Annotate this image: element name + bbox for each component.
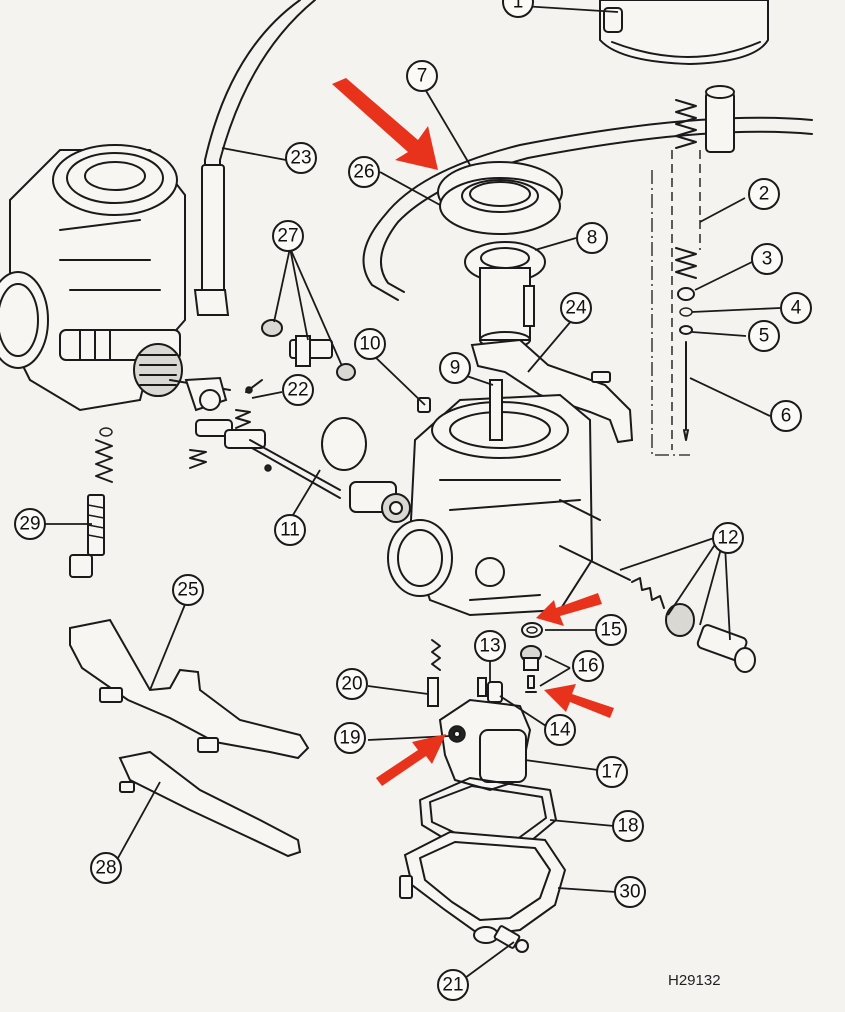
callout-18: 18 — [612, 810, 644, 842]
red-arrow-to-part-16 — [544, 684, 614, 718]
callout-28: 28 — [90, 852, 122, 884]
callout-16: 16 — [572, 650, 604, 682]
svg-text:16: 16 — [577, 656, 598, 677]
svg-text:30: 30 — [619, 882, 640, 903]
part-14-jet — [487, 681, 503, 703]
callout-17: 17 — [596, 756, 628, 788]
svg-text:17: 17 — [601, 762, 622, 783]
svg-text:1: 1 — [513, 0, 524, 13]
svg-text:23: 23 — [290, 148, 311, 169]
svg-text:4: 4 — [791, 298, 802, 319]
svg-text:5: 5 — [759, 326, 770, 347]
part-8-slide — [464, 241, 546, 349]
callout-9: 9 — [439, 352, 471, 384]
svg-text:14: 14 — [549, 720, 571, 741]
highlight-arrows — [332, 78, 614, 786]
hose-23 — [193, 0, 316, 316]
svg-text:28: 28 — [95, 858, 116, 879]
part-30-float-bowl — [399, 830, 567, 944]
needle-assembly — [651, 85, 735, 456]
svg-text:9: 9 — [450, 358, 461, 379]
svg-text:10: 10 — [359, 334, 380, 355]
callout-11: 11 — [274, 514, 306, 546]
callout-5: 5 — [748, 320, 780, 352]
callout-27: 27 — [272, 220, 304, 252]
part-25-link-plate — [69, 618, 310, 760]
callout-8: 8 — [576, 222, 608, 254]
red-arrow-to-part-7 — [332, 78, 438, 170]
part-12-pilot-screw — [559, 545, 756, 673]
callout-1: 1 — [502, 0, 534, 18]
callout-12: 12 — [712, 522, 744, 554]
part-18-gasket — [419, 777, 557, 851]
figure-reference: H29132 — [668, 972, 721, 989]
part-24-bracket — [470, 338, 634, 444]
part-28-link-arm — [118, 750, 302, 858]
part-16-main-jet — [520, 645, 542, 693]
callout-6: 6 — [770, 400, 802, 432]
svg-text:29: 29 — [19, 514, 40, 535]
svg-text:8: 8 — [587, 228, 598, 249]
callout-7: 7 — [406, 60, 438, 92]
callout-22: 22 — [282, 374, 314, 406]
svg-text:3: 3 — [762, 249, 773, 270]
svg-text:13: 13 — [479, 636, 500, 657]
callouts: 1 2 3 4 5 6 7 8 9 10 11 12 13 14 15 16 1… — [14, 0, 812, 1001]
part-15-o-ring — [521, 622, 543, 638]
part-17-float — [438, 698, 532, 792]
callout-25: 25 — [172, 574, 204, 606]
callout-14: 14 — [544, 714, 576, 746]
svg-text:18: 18 — [617, 816, 638, 837]
left-carburettor — [0, 144, 231, 412]
callout-20: 20 — [336, 668, 368, 700]
svg-text:20: 20 — [341, 674, 362, 695]
svg-text:25: 25 — [177, 580, 198, 601]
callout-24: 24 — [560, 292, 592, 324]
callout-15: 15 — [595, 614, 627, 646]
main-carburettor-body — [387, 379, 601, 617]
callout-4: 4 — [780, 292, 812, 324]
part-11-throttle-shaft — [249, 417, 411, 523]
callout-2: 2 — [748, 178, 780, 210]
callout-19: 19 — [334, 722, 366, 754]
callout-29: 29 — [14, 508, 46, 540]
red-arrow-to-part-19 — [376, 734, 446, 786]
part-19-needle-valve — [448, 725, 466, 743]
svg-text:24: 24 — [565, 298, 587, 319]
part-29-idle-screw — [69, 427, 113, 578]
svg-text:2: 2 — [759, 184, 770, 205]
part-1-top-cover — [599, 0, 769, 66]
part-7-diaphragm — [437, 161, 563, 235]
svg-text:11: 11 — [280, 520, 300, 541]
svg-text:7: 7 — [417, 66, 428, 87]
callout-13: 13 — [474, 630, 506, 662]
red-arrow-to-part-15 — [536, 593, 602, 626]
svg-text:22: 22 — [287, 380, 308, 401]
part-27-fuel-tee — [261, 319, 356, 381]
callout-26: 26 — [348, 156, 380, 188]
callout-3: 3 — [751, 243, 783, 275]
svg-text:19: 19 — [339, 728, 360, 749]
callout-10: 10 — [354, 328, 386, 360]
callout-23: 23 — [285, 142, 317, 174]
svg-text:21: 21 — [442, 975, 463, 996]
svg-text:15: 15 — [600, 620, 621, 641]
svg-text:26: 26 — [353, 162, 374, 183]
svg-text:6: 6 — [781, 406, 792, 427]
callout-30: 30 — [614, 876, 646, 908]
svg-text:12: 12 — [717, 528, 738, 549]
svg-text:27: 27 — [277, 226, 298, 247]
callout-21: 21 — [437, 969, 469, 1001]
part-20-screw — [427, 639, 441, 707]
leader-lines — [45, 4, 781, 979]
linkage-parts — [184, 319, 411, 523]
left-carb-throttle-shaft — [59, 329, 231, 397]
part-13-jet — [477, 677, 487, 697]
